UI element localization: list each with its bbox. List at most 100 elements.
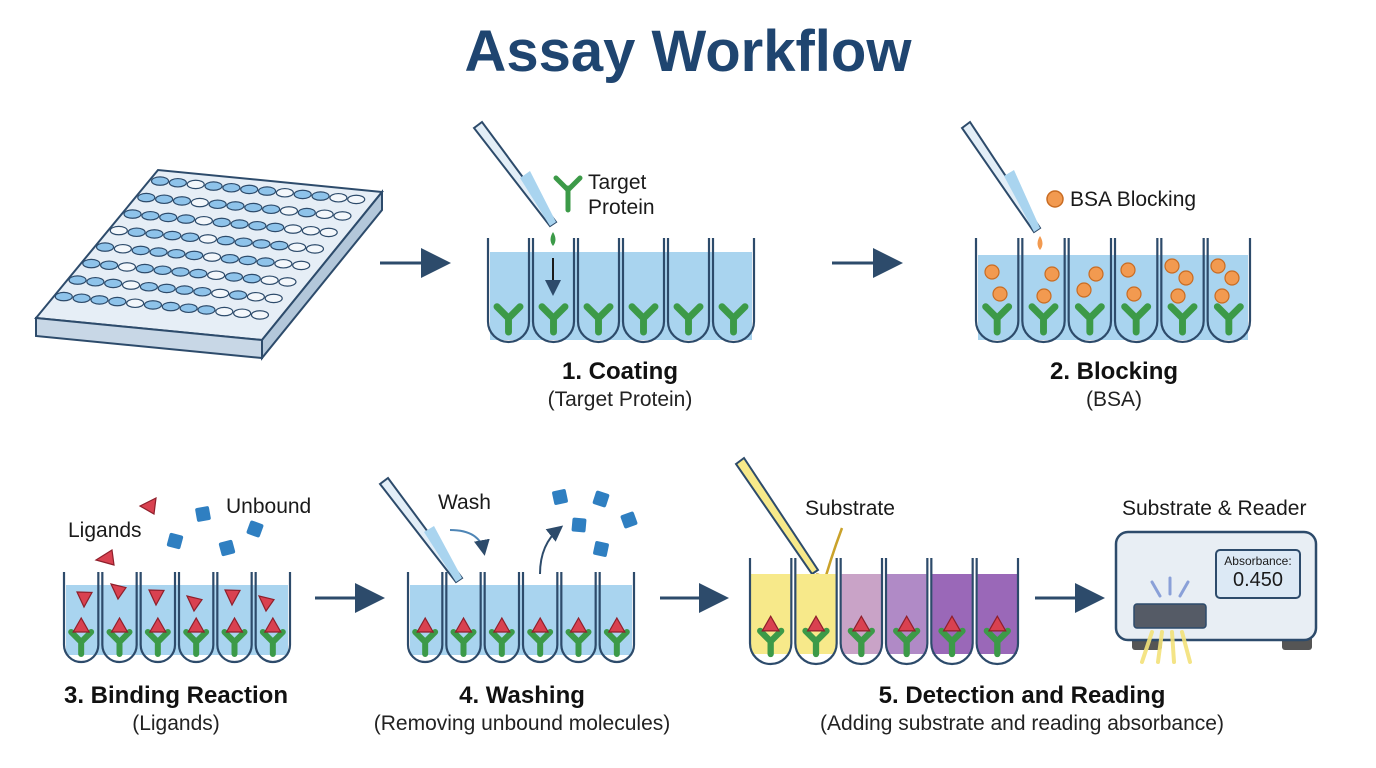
plate-well [238, 255, 257, 266]
plate-well [242, 273, 261, 284]
plate-well [54, 291, 73, 302]
plate-well [163, 230, 182, 241]
plate-well [189, 268, 208, 279]
plate-well [216, 235, 235, 246]
plate-well [288, 242, 307, 253]
bsa-icon [1046, 190, 1064, 208]
plate-well [244, 202, 263, 213]
plate-well [176, 214, 196, 224]
plate-well [194, 215, 213, 226]
plate-well [204, 181, 223, 191]
bsa-molecule-icon [1044, 266, 1060, 282]
bsa-molecule-icon [1178, 270, 1194, 286]
step-caption-washing: 4. Washing (Removing unbound molecules) [352, 682, 692, 736]
wash-arrow-icon [449, 529, 490, 556]
absorbance-label: Absorbance: [1224, 554, 1292, 568]
well-outline [531, 238, 576, 344]
bsa-molecule-icon [992, 286, 1008, 302]
plate-well [159, 212, 178, 223]
plate-well [274, 258, 293, 269]
well-outline [1206, 238, 1252, 343]
free-ligand-icon [109, 583, 127, 601]
plate-well [175, 285, 194, 295]
well-outline [576, 238, 621, 344]
plate-well [220, 253, 239, 264]
step-heading: 4. Washing [459, 682, 585, 709]
well-outline [216, 572, 253, 664]
wash-label: Wash [438, 491, 491, 514]
plate-well [104, 278, 123, 289]
plate-well [275, 187, 294, 198]
antibody-icon [412, 629, 439, 657]
plate-well [315, 209, 334, 220]
plate-well [248, 220, 267, 231]
plate-well [198, 234, 218, 244]
well-outline [711, 238, 756, 344]
antibody-icon [802, 627, 830, 658]
bound-ligand-icon [806, 614, 826, 632]
bound-ligand-icon [897, 614, 917, 632]
well-outline [445, 572, 482, 664]
plate-well [123, 209, 142, 219]
plate-well [82, 258, 101, 269]
blocking-pipette-icon [960, 120, 1043, 250]
plate-well [230, 219, 249, 229]
bsa-blocking-label: BSA Blocking [1070, 188, 1197, 211]
antibody-icon [68, 629, 95, 657]
plate-well [121, 280, 141, 290]
antibody-icon [718, 303, 749, 336]
bound-ligand-icon [416, 616, 435, 633]
page-title: Assay Workflow [464, 19, 912, 84]
plate-well [172, 196, 192, 206]
well-outline [621, 238, 666, 344]
plate-well [109, 225, 128, 236]
plate-well [197, 305, 216, 315]
plate-well [155, 194, 174, 205]
antibody-icon [583, 303, 614, 336]
well-outline [794, 558, 838, 666]
plate-well [278, 277, 297, 287]
plate-well [127, 227, 146, 238]
plate-well [131, 245, 150, 256]
plate-well [222, 182, 241, 193]
plate-well [252, 239, 271, 249]
plate-well [168, 177, 187, 188]
plate-well [190, 197, 209, 208]
well-outline [139, 572, 177, 664]
washing-pipette-icon [378, 476, 466, 601]
well-outline [1067, 238, 1113, 343]
substrate-reader-label: Substrate & Reader [1122, 497, 1307, 520]
well-outline [254, 572, 292, 664]
plate-well [260, 275, 279, 286]
plate-well [212, 217, 231, 228]
free-ligand-icon [224, 589, 241, 607]
bound-ligand-icon [72, 616, 91, 633]
plate-well [113, 243, 132, 254]
plate-well [167, 248, 186, 259]
well-outline [884, 558, 929, 666]
antibody-icon [538, 303, 569, 336]
well-outline [1160, 238, 1205, 344]
well-outline [974, 238, 1020, 343]
plate-well [301, 225, 320, 236]
well-outline [1021, 238, 1066, 344]
antibody-icon [1121, 303, 1152, 336]
well-outline [598, 572, 636, 664]
antibody-icon [983, 627, 1011, 658]
antibody-icon [221, 629, 248, 657]
substrate-label: Substrate [805, 497, 895, 520]
plate-well [257, 186, 277, 196]
plate-well [256, 257, 275, 267]
plate-well [90, 295, 109, 305]
plate-well [250, 310, 270, 320]
antibody-icon [1167, 303, 1198, 336]
plate-well [279, 206, 299, 216]
plate-well [202, 252, 222, 262]
plate-well [224, 272, 244, 282]
plate-well [141, 210, 160, 221]
plate-well [208, 199, 227, 210]
removed-unbound-molecules [552, 489, 638, 557]
well-outline [666, 238, 711, 344]
plate-well [240, 184, 259, 195]
bsa-molecule-icon [1126, 286, 1142, 302]
